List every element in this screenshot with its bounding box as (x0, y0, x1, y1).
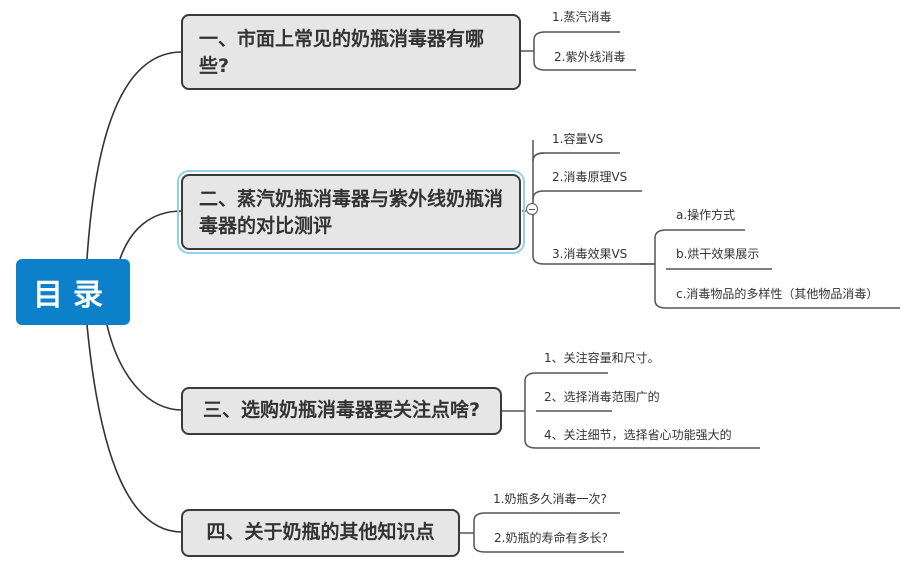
topic-4-child-2[interactable]: 2.奶瓶的寿命有多长? (494, 531, 608, 545)
topic-1-label: 一、市面上常见的奶瓶消毒器有哪些? (199, 28, 485, 77)
root-node[interactable]: 目录 (16, 259, 130, 325)
topic-3-child-2[interactable]: 2、选择消毒范围广的 (544, 390, 660, 404)
collapse-toggle-icon[interactable] (526, 203, 538, 215)
topic-1-child-1[interactable]: 1.蒸汽消毒 (552, 10, 612, 24)
subtopic-3-child-a[interactable]: a.操作方式 (676, 208, 736, 222)
topic-2-child-2[interactable]: 2.消毒原理VS (552, 170, 628, 184)
topic-2-node[interactable]: 二、蒸汽奶瓶消毒器与紫外线奶瓶消毒器的对比测评 (177, 170, 525, 254)
topic-3-label: 三、选购奶瓶消毒器要关注点啥? (202, 399, 481, 421)
subtopic-3-child-b[interactable]: b.烘干效果展示 (676, 247, 760, 261)
topic-1-child-2[interactable]: 2.紫外线消毒 (554, 50, 626, 64)
topic-3-child-1[interactable]: 1、关注容量和尺寸。 (544, 351, 660, 365)
subtopic-3-child-c[interactable]: c.消毒物品的多样性（其他物品消毒） (676, 287, 879, 301)
topic-2-child-3[interactable]: 3.消毒效果VS (552, 247, 628, 261)
topic-4-label: 四、关于奶瓶的其他知识点 (206, 521, 435, 543)
topic-3-node[interactable]: 三、选购奶瓶消毒器要关注点啥? (181, 387, 502, 435)
topic-4-child-1[interactable]: 1.奶瓶多久消毒一次? (493, 492, 607, 506)
topic-2-label: 二、蒸汽奶瓶消毒器与紫外线奶瓶消毒器的对比测评 (199, 188, 504, 237)
topic-3-child-3[interactable]: 4、关注细节，选择省心功能强大的 (544, 428, 732, 442)
topic-2-child-1[interactable]: 1.容量VS (552, 132, 604, 146)
root-label: 目录 (33, 278, 113, 313)
topic-1-node[interactable]: 一、市面上常见的奶瓶消毒器有哪些? (181, 14, 521, 90)
topic-4-node[interactable]: 四、关于奶瓶的其他知识点 (181, 509, 460, 557)
